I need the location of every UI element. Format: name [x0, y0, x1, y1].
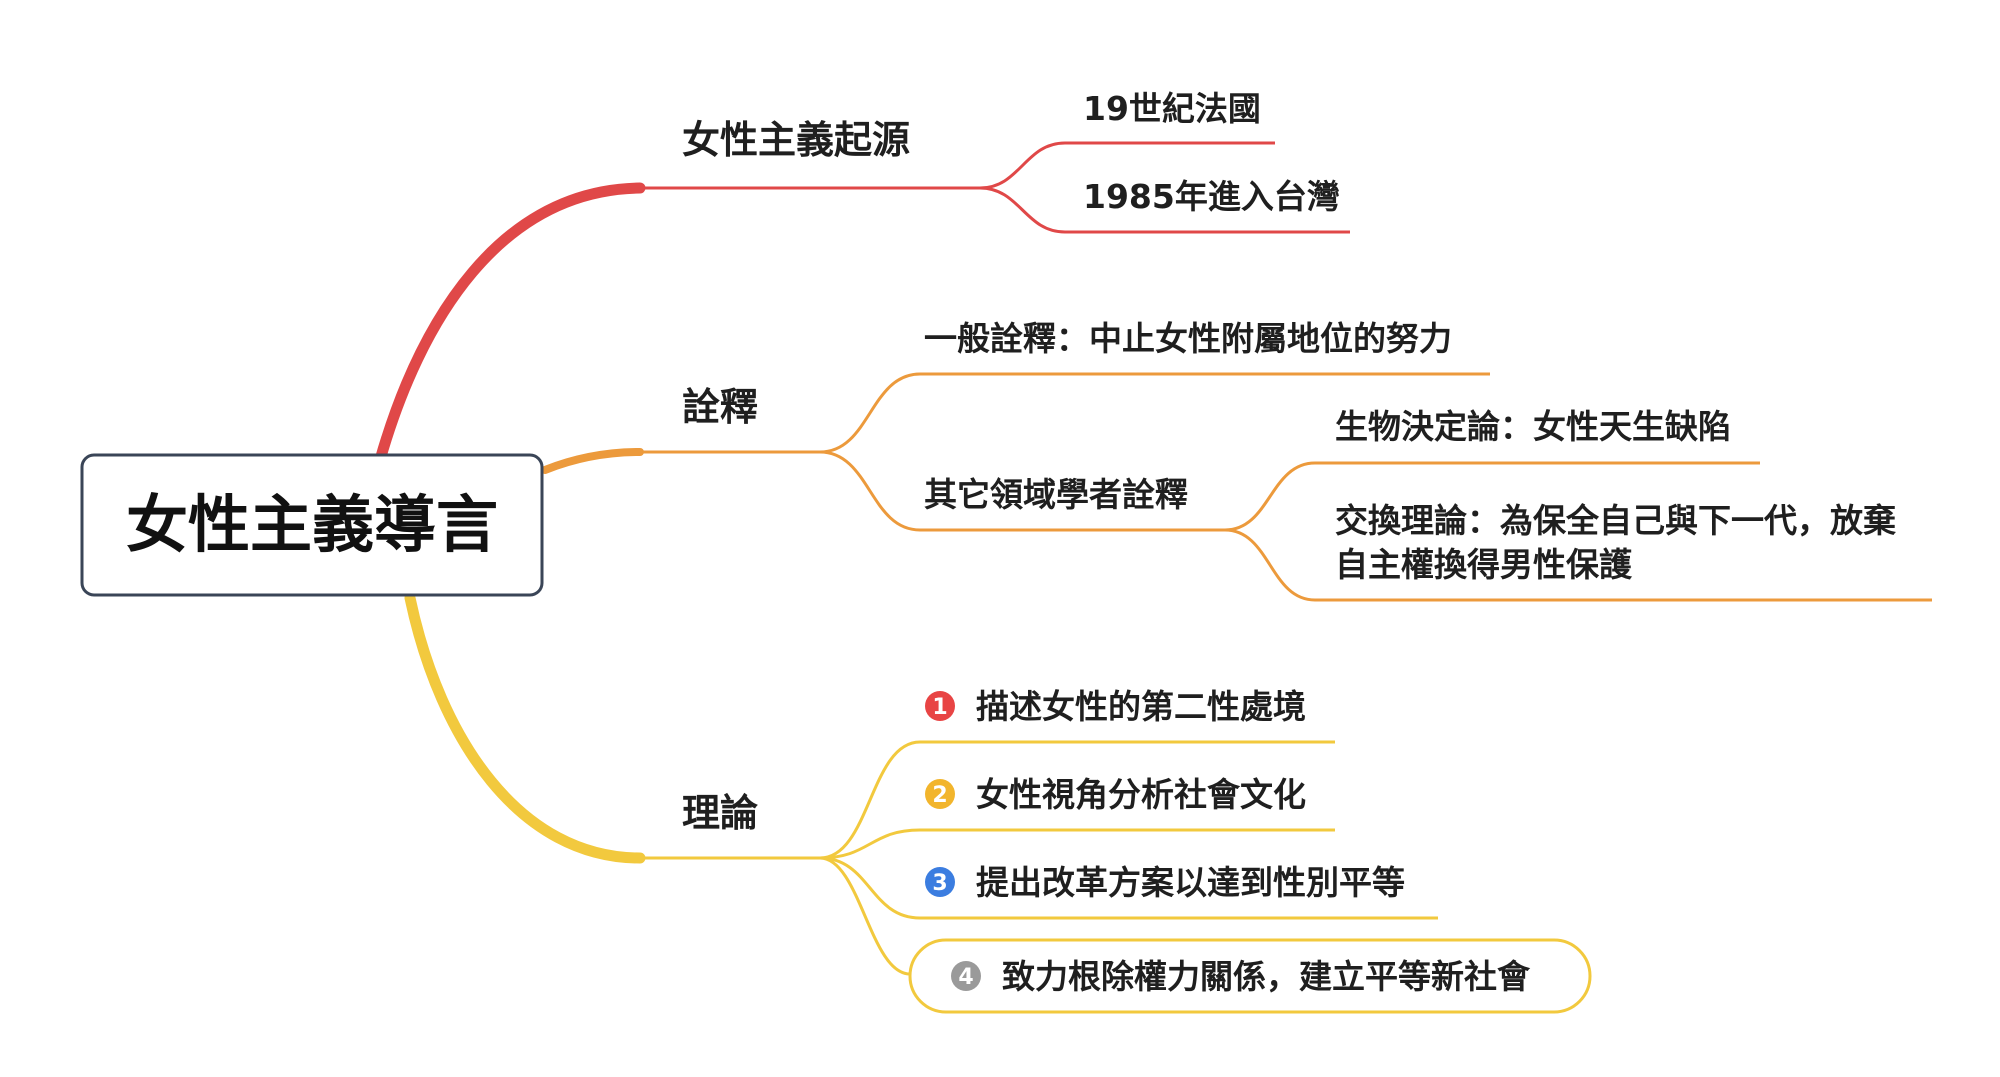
interpret-other-connector — [819, 450, 921, 532]
origin-item1-connector — [979, 141, 1066, 190]
branch-origin-curve — [374, 182, 646, 466]
branch-theory-label[interactable]: 理論 — [682, 791, 758, 835]
number-1-icon: 1 — [925, 691, 955, 721]
origin-item-1985[interactable]: 1985年進入台灣 — [1083, 177, 1340, 216]
other-bio-text[interactable]: 生物決定論：女性天生缺陷 — [1335, 407, 1731, 446]
interpret-general-text[interactable]: 一般詮釋：中止女性附屬地位的努力 — [924, 319, 1452, 358]
number-1-digit: 1 — [932, 695, 947, 720]
origin-item-1850[interactable]: 19世紀法國 — [1083, 89, 1261, 128]
interpret-other-label[interactable]: 其它領域學者詮釋 — [924, 475, 1188, 514]
branch-interpret-label[interactable]: 詮釋 — [682, 385, 758, 429]
number-3-digit: 3 — [932, 871, 947, 896]
number-2-digit: 2 — [932, 783, 947, 808]
other-exchange-text-line1[interactable]: 交換理論：為保全自己與下一代，放棄 — [1335, 501, 1896, 540]
other-exchange-connector — [1224, 528, 1316, 602]
theory-item3-text[interactable]: 提出改革方案以達到性別平等 — [976, 863, 1405, 902]
interpret-general-connector — [819, 372, 921, 454]
number-4-icon: 4 — [951, 961, 981, 991]
origin-item2-connector — [979, 186, 1066, 234]
branch-interpret-curve — [541, 448, 644, 474]
theory-item4-box[interactable] — [908, 938, 1592, 1014]
other-exchange-text-line2[interactable]: 自主權換得男性保護 — [1335, 545, 1633, 584]
number-3-icon: 3 — [925, 867, 955, 897]
root-node-title[interactable]: 女性主義導言 — [126, 488, 498, 561]
branch-theory-curve — [404, 592, 646, 864]
theory-item2-text[interactable]: 女性視角分析社會文化 — [976, 775, 1306, 814]
other-bio-connector — [1224, 461, 1316, 532]
number-2-icon: 2 — [925, 779, 955, 809]
number-4-digit: 4 — [958, 965, 973, 990]
root-node-box[interactable] — [80, 453, 544, 597]
theory-item3-connector — [819, 856, 921, 920]
theory-item1-text[interactable]: 描述女性的第二性處境 — [976, 687, 1306, 726]
branch-origin-label[interactable]: 女性主義起源 — [682, 118, 910, 162]
theory-item1-connector — [819, 740, 921, 860]
theory-item4-text[interactable]: 致力根除權力關係，建立平等新社會 — [1002, 957, 1531, 996]
theory-item4-connector — [819, 856, 911, 976]
theory-item2-connector — [819, 828, 921, 860]
